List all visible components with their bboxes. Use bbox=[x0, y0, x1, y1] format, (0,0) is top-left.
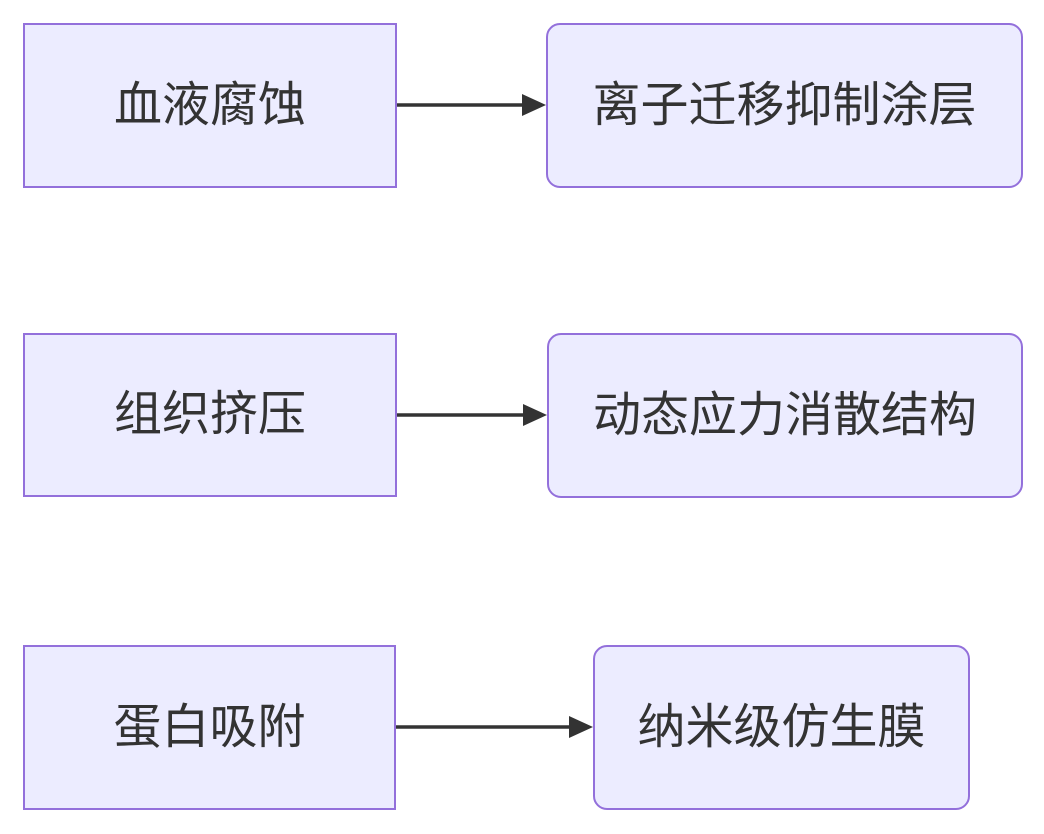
node-label: 血液腐蚀 bbox=[113, 78, 306, 132]
node-dynamic-stress-dissipation-structure: 动态应力消散结构 bbox=[547, 333, 1023, 498]
node-ion-migration-inhibition-coating: 离子迁移抑制涂层 bbox=[546, 23, 1023, 188]
node-label: 组织挤压 bbox=[113, 388, 306, 442]
node-protein-adsorption: 蛋白吸附 bbox=[23, 645, 396, 810]
node-label: 纳米级仿生膜 bbox=[637, 700, 926, 754]
edge-arrow-blood-to-coating bbox=[397, 94, 546, 116]
edge-arrow-protein-to-membrane bbox=[396, 716, 593, 738]
node-label: 离子迁移抑制涂层 bbox=[592, 78, 977, 132]
node-label: 蛋白吸附 bbox=[113, 700, 306, 754]
node-blood-corrosion: 血液腐蚀 bbox=[23, 23, 397, 188]
node-tissue-compression: 组织挤压 bbox=[23, 333, 397, 497]
node-label: 动态应力消散结构 bbox=[592, 388, 977, 442]
node-nanoscale-biomimetic-membrane: 纳米级仿生膜 bbox=[593, 645, 970, 810]
edge-arrow-tissue-to-structure bbox=[397, 404, 547, 426]
